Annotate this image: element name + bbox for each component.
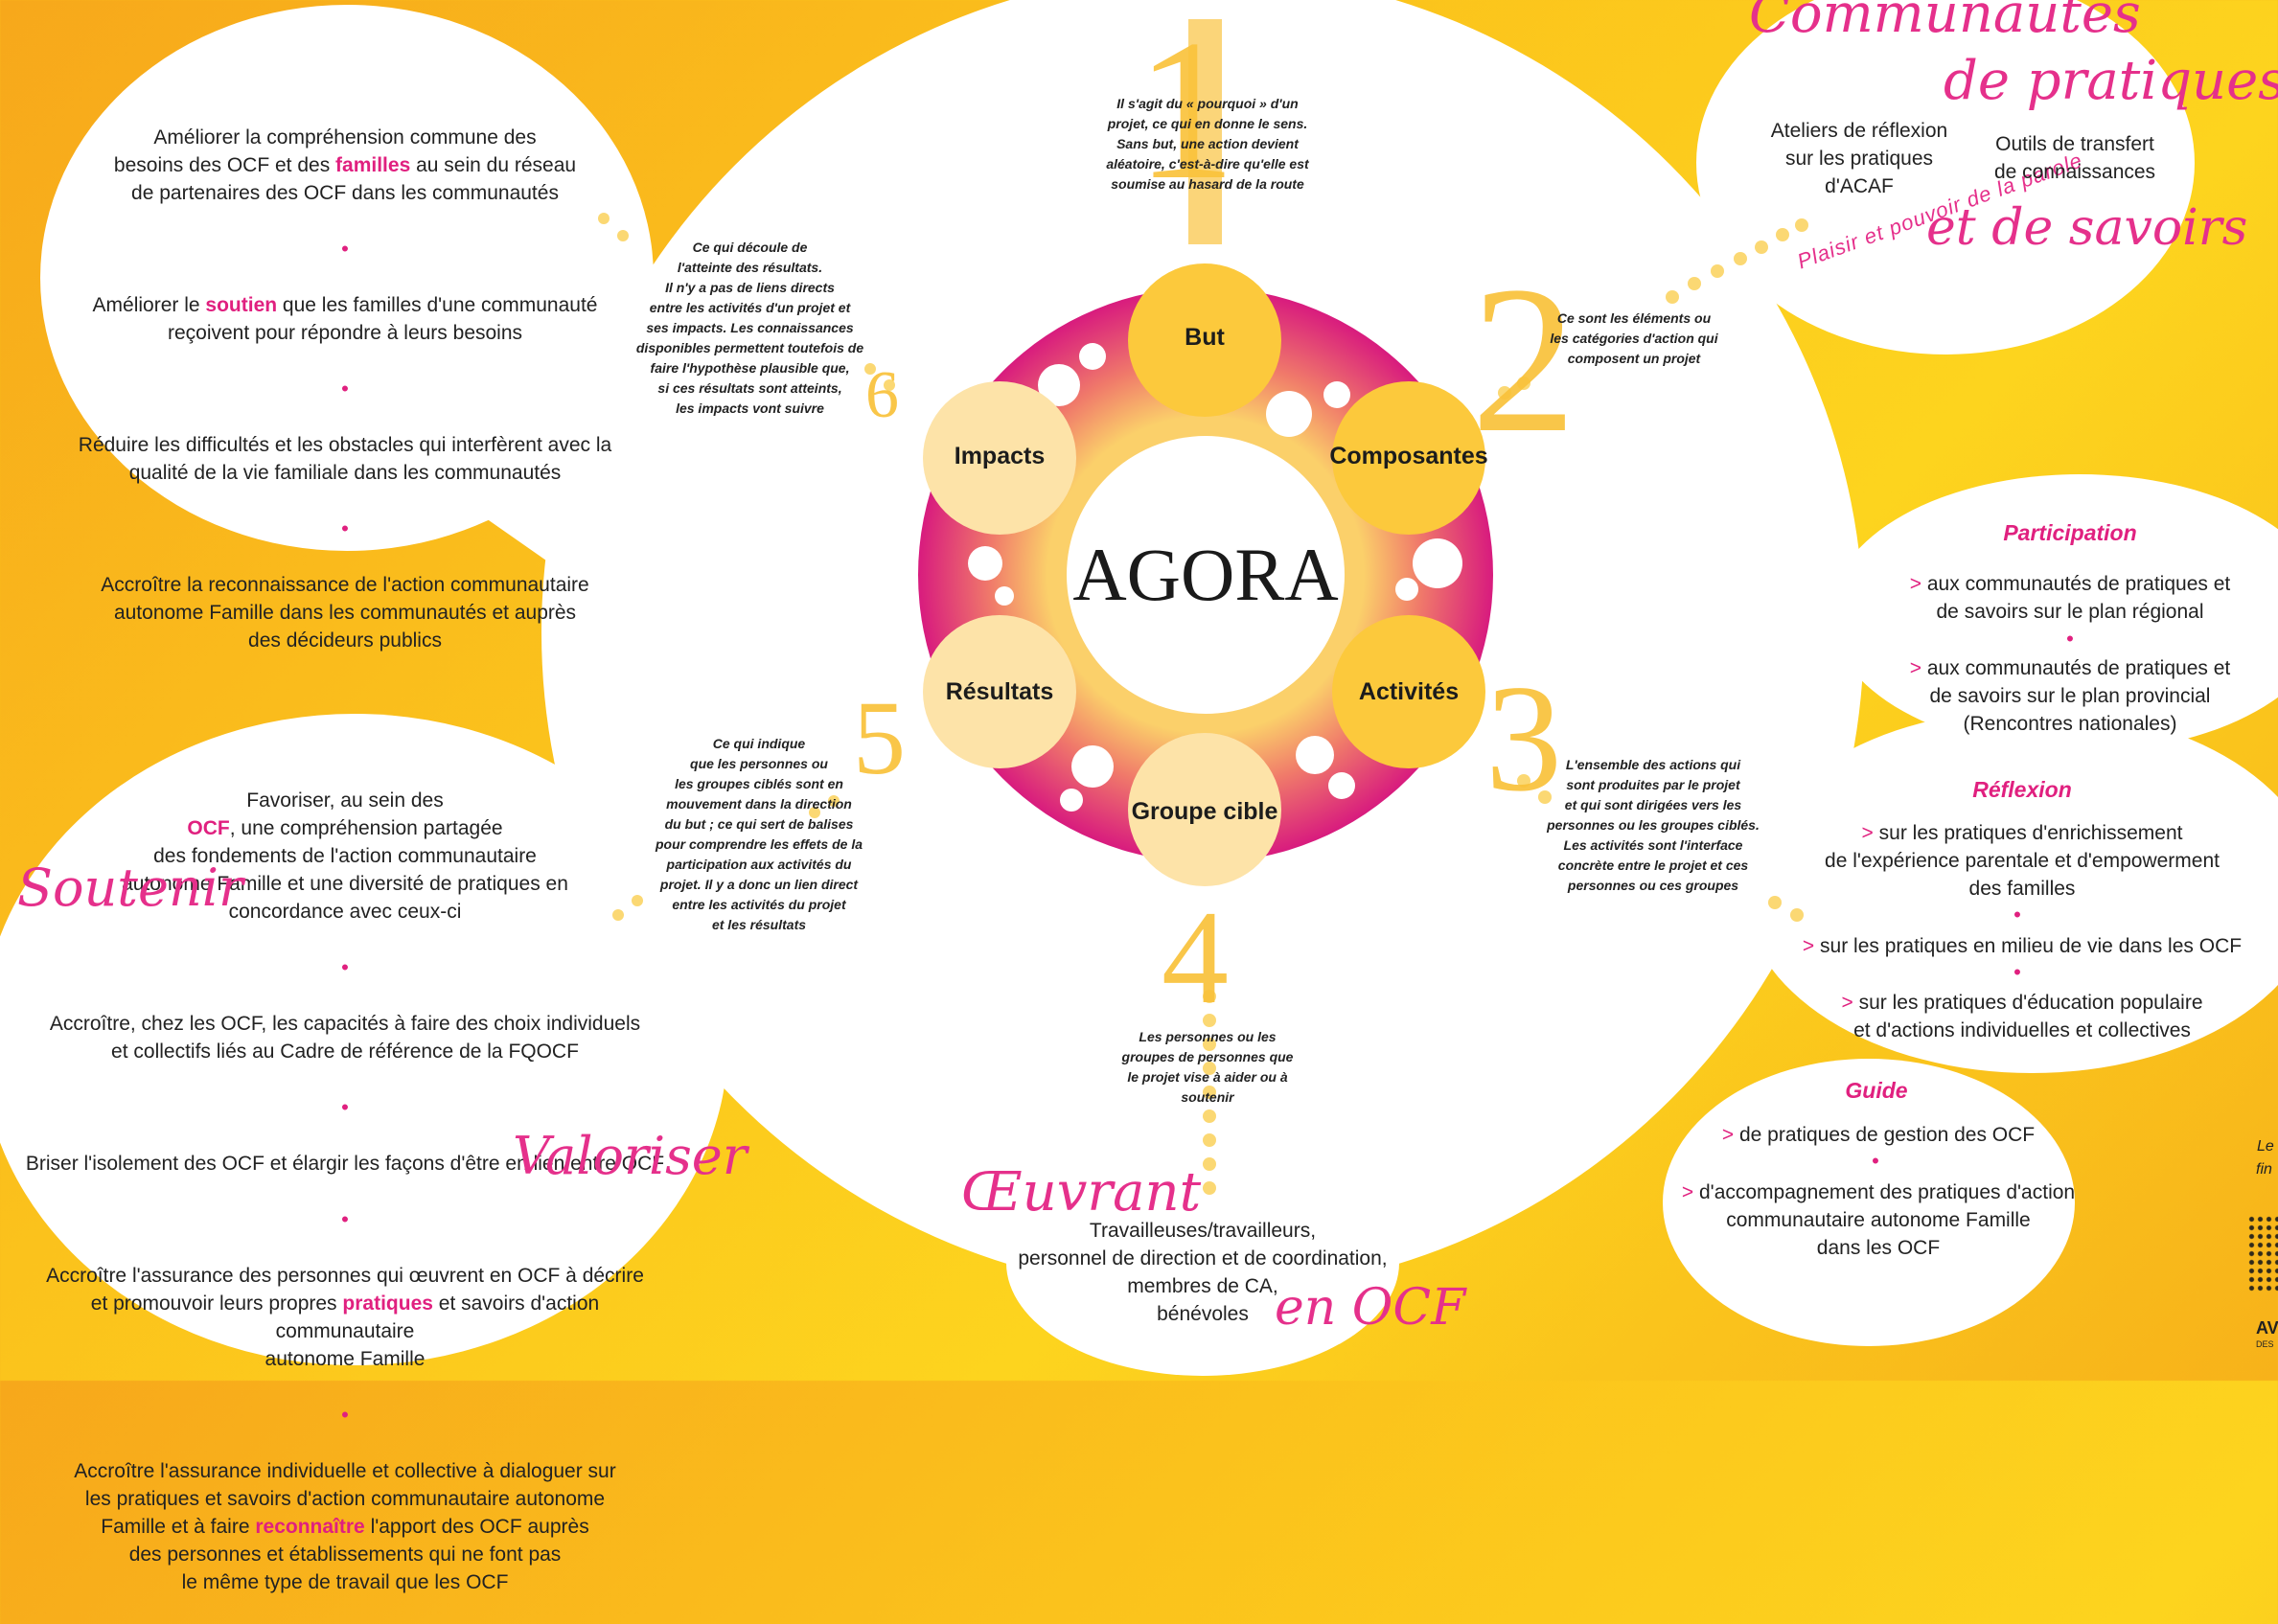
node-activites: Activités	[1358, 678, 1460, 705]
number-1-stem	[1188, 19, 1222, 244]
bullet: •	[2066, 627, 2074, 651]
bullet: •	[341, 1403, 349, 1427]
desc-composantes: Ce sont les éléments ou les catégories d…	[1550, 310, 1718, 366]
background-shapes	[0, 0, 2278, 1376]
node-composantes: Composantes	[1329, 443, 1488, 469]
bullet: •	[341, 237, 349, 261]
bubble-bottom-left	[0, 714, 728, 1365]
bullet: •	[341, 516, 349, 540]
top-right-outils: Outils de transfert de connaissances	[1993, 133, 2156, 183]
node-impacts-circle	[923, 381, 1076, 535]
bullet: •	[2013, 903, 2021, 926]
participation-title: Participation	[2003, 520, 2137, 545]
participation-1: > aux communautés de pratiques et de sav…	[1909, 573, 2231, 623]
node-resultats-circle	[923, 615, 1076, 768]
bullet: •	[2013, 960, 2021, 984]
script-communautes: Communautés	[1749, 0, 2141, 45]
node-but-circle	[1128, 263, 1281, 417]
node-resultats: Résultats	[945, 678, 1054, 705]
number-4: 4	[1162, 883, 1229, 1032]
edge-fin: fin	[2256, 1161, 2272, 1178]
number-1: 1	[1136, 0, 1236, 221]
top-left-item-2: Améliorer le soutien que les familles d'…	[92, 294, 598, 344]
desc-resultats: Ce qui indique que les personnes ou les …	[655, 736, 863, 932]
node-activites-circle	[1332, 615, 1485, 768]
bubble-right-1	[1830, 474, 2278, 752]
reflexion-3: > sur les pratiques d'éducation populair…	[1841, 992, 2203, 1041]
agora-center	[1067, 436, 1345, 714]
script-oeuvrant: Œuvrant	[961, 1161, 1202, 1224]
bubble-bottom-left-tail	[594, 671, 728, 795]
bullet: •	[341, 377, 349, 400]
top-left-item-4: Accroître la reconnaissance de l'action …	[101, 574, 589, 652]
desc-groupe-cible: Les personnes ou les groupes de personne…	[1121, 1029, 1294, 1105]
bottom-left-item-4: Accroître l'assurance des personnes qui …	[46, 1265, 644, 1370]
bottom-center-text: Travailleuses/travailleurs, personnel de…	[1018, 1220, 1388, 1325]
node-but: But	[1185, 324, 1225, 351]
number-2: 2	[1471, 242, 1576, 476]
edge-le: Le	[2257, 1138, 2274, 1155]
node-groupe-cible-circle	[1128, 733, 1281, 886]
bubble-right-3	[1663, 1059, 2075, 1346]
bubble-right-tail	[1850, 728, 1993, 805]
agora-title: AGORA	[1072, 533, 1339, 616]
logo-mark	[2247, 1215, 2278, 1292]
top-left-list: Améliorer la compréhension commune des b…	[77, 96, 613, 682]
desc-impacts: Ce qui découle de l'atteinte des résulta…	[635, 240, 864, 416]
bottom-left-item-1: Favoriser, au sein des OCF, une compréhe…	[122, 789, 568, 923]
script-soutenir: Soutenir	[17, 858, 243, 918]
bubble-top-left	[40, 5, 654, 551]
bubble-right-2	[1744, 709, 2278, 1073]
script-de-pratiques: de pratiques	[1944, 50, 2278, 112]
guide-title: Guide	[1845, 1078, 1908, 1103]
script-en-ocf: en OCF	[1275, 1279, 1466, 1337]
desc-but: Il s'agit du « pourquoi » d'un projet, c…	[1106, 96, 1309, 192]
bottom-left-item-2: Accroître, chez les OCF, les capacités à…	[49, 1013, 641, 1063]
bullet: •	[341, 1095, 349, 1119]
reflexion-title: Réflexion	[1972, 777, 2072, 802]
number-5: 5	[853, 679, 906, 796]
script-valoriser: Valoriser	[513, 1126, 748, 1186]
bubble-bottom-center	[1006, 1150, 1399, 1376]
bullet: •	[1872, 1149, 1879, 1173]
guide-1: > de pratiques de gestion des OCF	[1721, 1124, 2036, 1146]
guide-2: > d'accompagnement des pratiques d'actio…	[1681, 1181, 2076, 1259]
participation-2: > aux communautés de pratiques et de sav…	[1909, 657, 2231, 735]
script-et-de-savoirs: et de savoirs	[1926, 199, 2248, 257]
desc-activites: L'ensemble des actions qui sont produite…	[1547, 757, 1760, 893]
number-3: 3	[1485, 652, 1562, 823]
bubble-top-right	[1696, 0, 2195, 355]
node-composantes-circle	[1332, 381, 1485, 535]
node-groupe-cible: Groupe cible	[1131, 798, 1278, 825]
top-left-item-3: Réduire les difficultés et les obstacles…	[78, 434, 612, 484]
bullet: •	[341, 955, 349, 979]
reflexion-2: > sur les pratiques en milieu de vie dan…	[1802, 935, 2243, 957]
top-right-ateliers: Ateliers de réflexion sur les pratiques …	[1770, 120, 1948, 197]
bottom-left-item-5: Accroître l'assurance individuelle et co…	[74, 1460, 616, 1593]
bubble-top-left-tail	[403, 450, 594, 594]
node-impacts: Impacts	[954, 443, 1046, 469]
top-left-item-1: Améliorer la compréhension commune des b…	[113, 126, 577, 204]
bottom-left-item-3: Briser l'isolement des OCF et élargir le…	[25, 1153, 665, 1175]
bullet: •	[341, 1207, 349, 1231]
edge-des: DES	[2256, 1339, 2274, 1349]
reflexion-1: > sur les pratiques d'enrichissement de …	[1825, 822, 2220, 900]
edge-av: AV	[2256, 1318, 2278, 1338]
number-6: 6	[865, 358, 899, 432]
